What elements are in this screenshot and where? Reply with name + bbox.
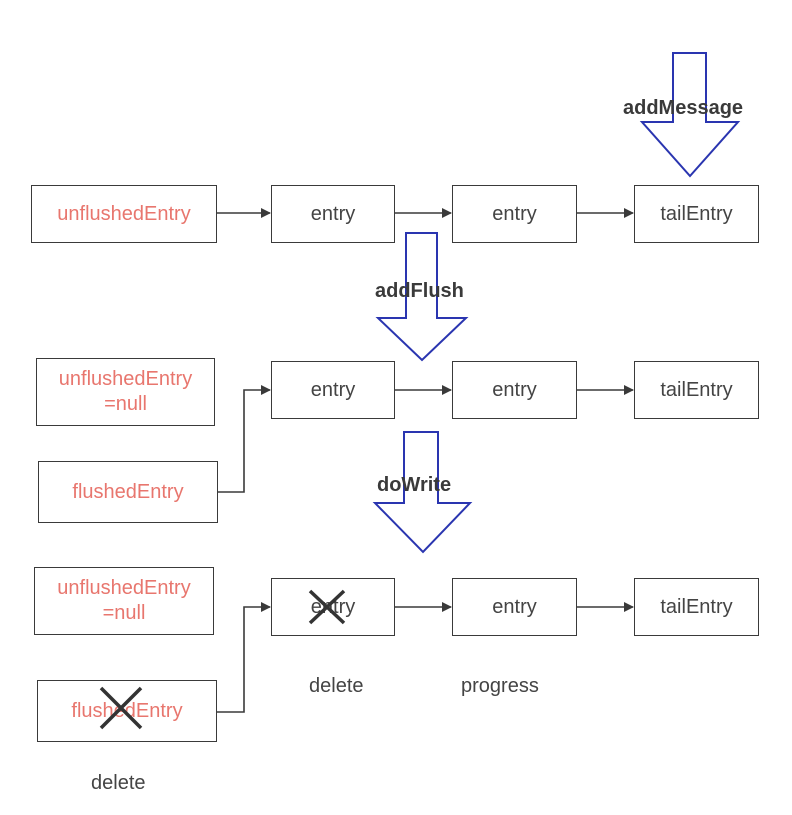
- node-label: flushedEntry: [72, 480, 184, 503]
- flushed-entry-node: flushedEntry: [38, 461, 218, 523]
- add-message-arrow-icon: [639, 52, 741, 178]
- unflushed-entry-null-node: unflushedEntry =null: [34, 567, 214, 635]
- unflushed-entry-node: unflushedEntry: [31, 185, 217, 243]
- link-flushed-to-entry: [217, 385, 271, 493]
- op-label-add-message: addMessage: [623, 97, 744, 119]
- entry-delete-note: delete: [309, 675, 364, 697]
- node-label-line1: unflushedEntry: [57, 577, 191, 599]
- node-label-line2: =null: [104, 393, 147, 415]
- node-label-line2: =null: [102, 602, 146, 624]
- op-label-add-flush: addFlush: [375, 280, 464, 302]
- cross-icon: [308, 589, 346, 625]
- entry-progress-note: progress: [461, 675, 539, 697]
- link-flushed-to-entry: [217, 602, 271, 713]
- add-flush-arrow-icon: [375, 232, 469, 362]
- entry-node: entry: [452, 578, 577, 636]
- flushed-delete-note: delete: [91, 772, 146, 794]
- node-label: tailEntry: [660, 378, 733, 401]
- node-label: flushedEntry: [71, 699, 183, 722]
- node-label: entry: [492, 595, 537, 618]
- cross-icon: [99, 686, 143, 730]
- node-label: entry: [492, 378, 537, 401]
- tail-entry-node: tailEntry: [634, 361, 759, 419]
- node-label: entry: [310, 378, 356, 401]
- node-label: unflushedEntry: [57, 202, 191, 225]
- tail-entry-node: tailEntry: [634, 185, 759, 243]
- flushed-entry-deleted-node: flushedEntry: [37, 680, 217, 742]
- entry-node: entry: [271, 185, 395, 243]
- node-label: entry: [310, 202, 356, 225]
- unflushed-entry-null-node: unflushedEntry =null: [36, 358, 215, 426]
- node-label: entry: [492, 202, 537, 225]
- node-label: tailEntry: [660, 202, 733, 225]
- op-label-do-write: doWrite: [377, 474, 452, 496]
- entry-node: entry: [452, 185, 577, 243]
- entry-node: entry: [452, 361, 577, 419]
- tail-entry-node: tailEntry: [634, 578, 759, 636]
- entry-deleted-node: entry: [271, 578, 395, 636]
- node-label-line1: unflushedEntry: [58, 368, 193, 390]
- entry-node: entry: [271, 361, 395, 419]
- node-label: tailEntry: [660, 595, 733, 618]
- do-write-arrow-icon: [372, 431, 473, 554]
